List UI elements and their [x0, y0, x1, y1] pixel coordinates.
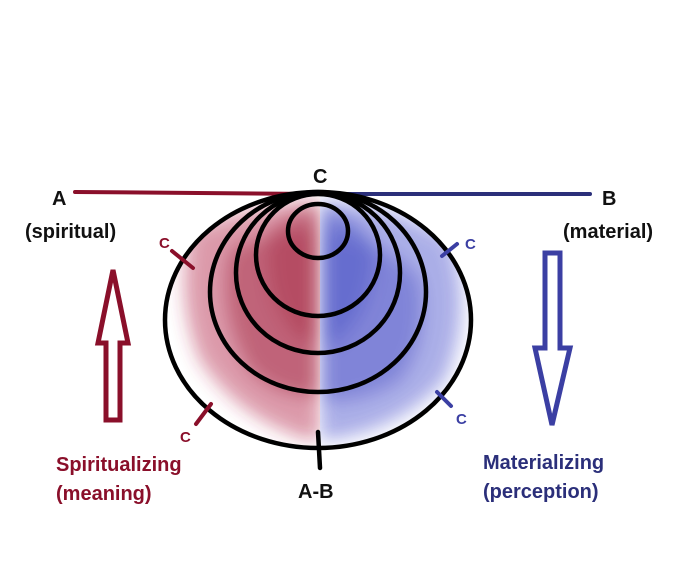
label-a-b: A-B: [298, 481, 334, 503]
tick-right-top: [440, 242, 459, 258]
label-a: A: [52, 188, 67, 210]
label-a-sub: (spiritual): [25, 221, 117, 243]
spiritual-line: [73, 190, 320, 196]
label-meaning: (meaning): [56, 483, 152, 505]
down-arrow-icon: [531, 250, 574, 426]
bottom-tick: [315, 429, 323, 471]
label-c-left-bottom: C: [180, 429, 191, 446]
up-arrow-icon: [94, 269, 132, 423]
ring-2: [253, 191, 383, 319]
shading-blue: [320, 200, 462, 440]
ring-1: [285, 201, 351, 261]
tick-right-bottom: [435, 390, 453, 408]
label-c-right-bottom: C: [456, 411, 467, 428]
label-b: B: [602, 188, 617, 210]
label-perception: (perception): [483, 481, 599, 503]
label-materializing: Materializing: [483, 452, 605, 474]
label-top-c: C: [313, 166, 328, 188]
label-c-left-top: C: [159, 235, 170, 252]
tick-left-bottom: [194, 402, 213, 426]
label-b-sub: (material): [563, 221, 654, 243]
tick-left-top: [170, 249, 195, 270]
label-c-right-top: C: [465, 236, 476, 253]
label-spiritualizing: Spiritualizing: [56, 454, 182, 476]
